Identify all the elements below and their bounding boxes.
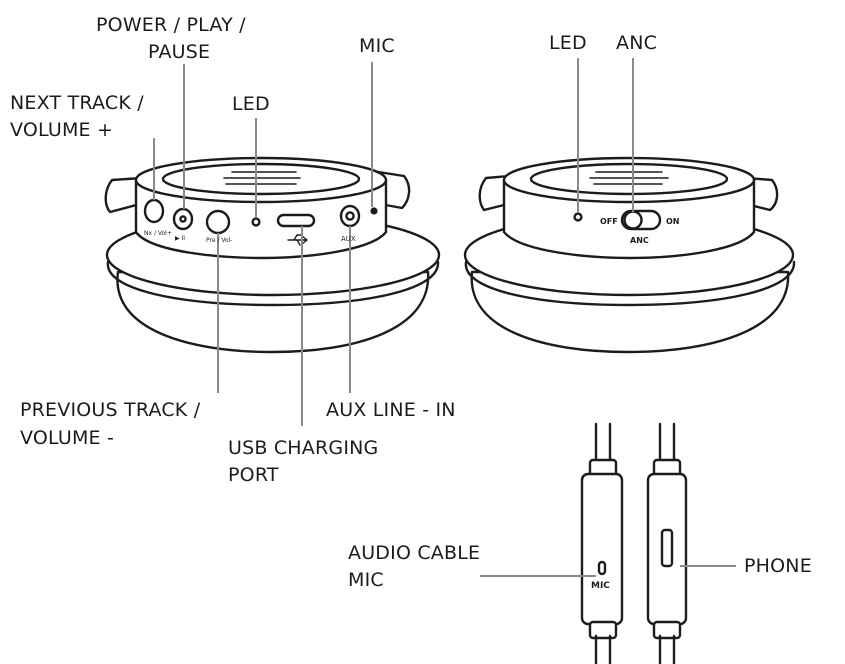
cable-bottom-left-wires: [594, 634, 612, 664]
label-audio-cable-mic-2: MIC: [348, 569, 384, 591]
left-led-indicator: [251, 217, 261, 227]
cable-top-left-wires: [594, 422, 612, 464]
marking-switch-on: ON: [666, 217, 680, 226]
right-led-indicator: [573, 212, 583, 222]
mic-hole: [370, 207, 378, 215]
cable-bottom-right-sleeve: [652, 620, 682, 640]
left-earcup: [104, 156, 441, 354]
power-button-dot: [179, 215, 187, 223]
marking-play: ▶ II: [175, 235, 185, 242]
label-audio-cable-mic-1: AUDIO CABLE: [348, 542, 481, 564]
usb-symbol-icon: [287, 234, 308, 246]
mic-remote-housing: [580, 472, 624, 626]
label-phone: PHONE: [744, 555, 812, 577]
cable-bottom-right-wires: [658, 634, 676, 664]
marking-aux: AUX: [341, 235, 356, 243]
right-cushion-lower: [470, 270, 790, 354]
marking-prev: Pre / Vol-: [206, 237, 233, 244]
label-power-play-pause-1: POWER / PLAY /: [96, 14, 246, 36]
label-next-track-1: NEXT TRACK /: [10, 92, 144, 114]
label-mic: MIC: [359, 35, 395, 57]
leader-lines: [153, 58, 736, 577]
label-led-right: LED: [549, 32, 587, 54]
right-cushion-seam: [464, 260, 796, 307]
usb-charging-port[interactable]: [276, 213, 316, 228]
label-led-left: LED: [232, 93, 270, 115]
right-earcup-top-inner: [529, 162, 729, 196]
right-earcup: [463, 156, 796, 354]
remote-mic-hole: [597, 560, 607, 576]
right-earcup-vents: [589, 171, 669, 185]
aux-port-hole: [345, 211, 355, 221]
right-headband-left: [478, 174, 512, 212]
label-power-play-pause-2: PAUSE: [148, 41, 211, 63]
label-anc: ANC: [616, 32, 658, 54]
left-cushion-seam: [106, 260, 440, 307]
label-usb-charging-2: PORT: [228, 464, 279, 486]
left-earcup-top-inner: [161, 162, 361, 196]
label-aux-line-in: AUX LINE - IN: [326, 399, 456, 421]
label-previous-track-2: VOLUME -: [20, 427, 115, 449]
phone-cable: [646, 422, 688, 664]
phone-port[interactable]: [660, 528, 674, 568]
marking-next: Nx / Vol+: [144, 230, 172, 237]
audio-cable-remote: [580, 422, 624, 664]
left-headband-left: [104, 176, 144, 214]
marking-switch-off: OFF: [600, 217, 618, 226]
device-markings: Nx / Vol+ ▶ II Pre / Vol- AUX OFF ON ANC…: [144, 217, 680, 591]
marking-remote-mic: MIC: [591, 581, 610, 591]
label-usb-charging-1: USB CHARGING: [228, 437, 379, 459]
next-track-button[interactable]: [143, 198, 165, 224]
cable-bottom-left-sleeve: [588, 620, 618, 640]
cable-top-right-wires: [658, 422, 676, 464]
marking-switch-anc: ANC: [630, 236, 649, 245]
anc-switch-knob[interactable]: [623, 210, 643, 230]
label-previous-track-1: PREVIOUS TRACK /: [20, 399, 201, 421]
previous-track-button[interactable]: [205, 209, 231, 235]
label-next-track-2: VOLUME +: [10, 119, 114, 141]
left-earcup-vents: [223, 171, 301, 185]
